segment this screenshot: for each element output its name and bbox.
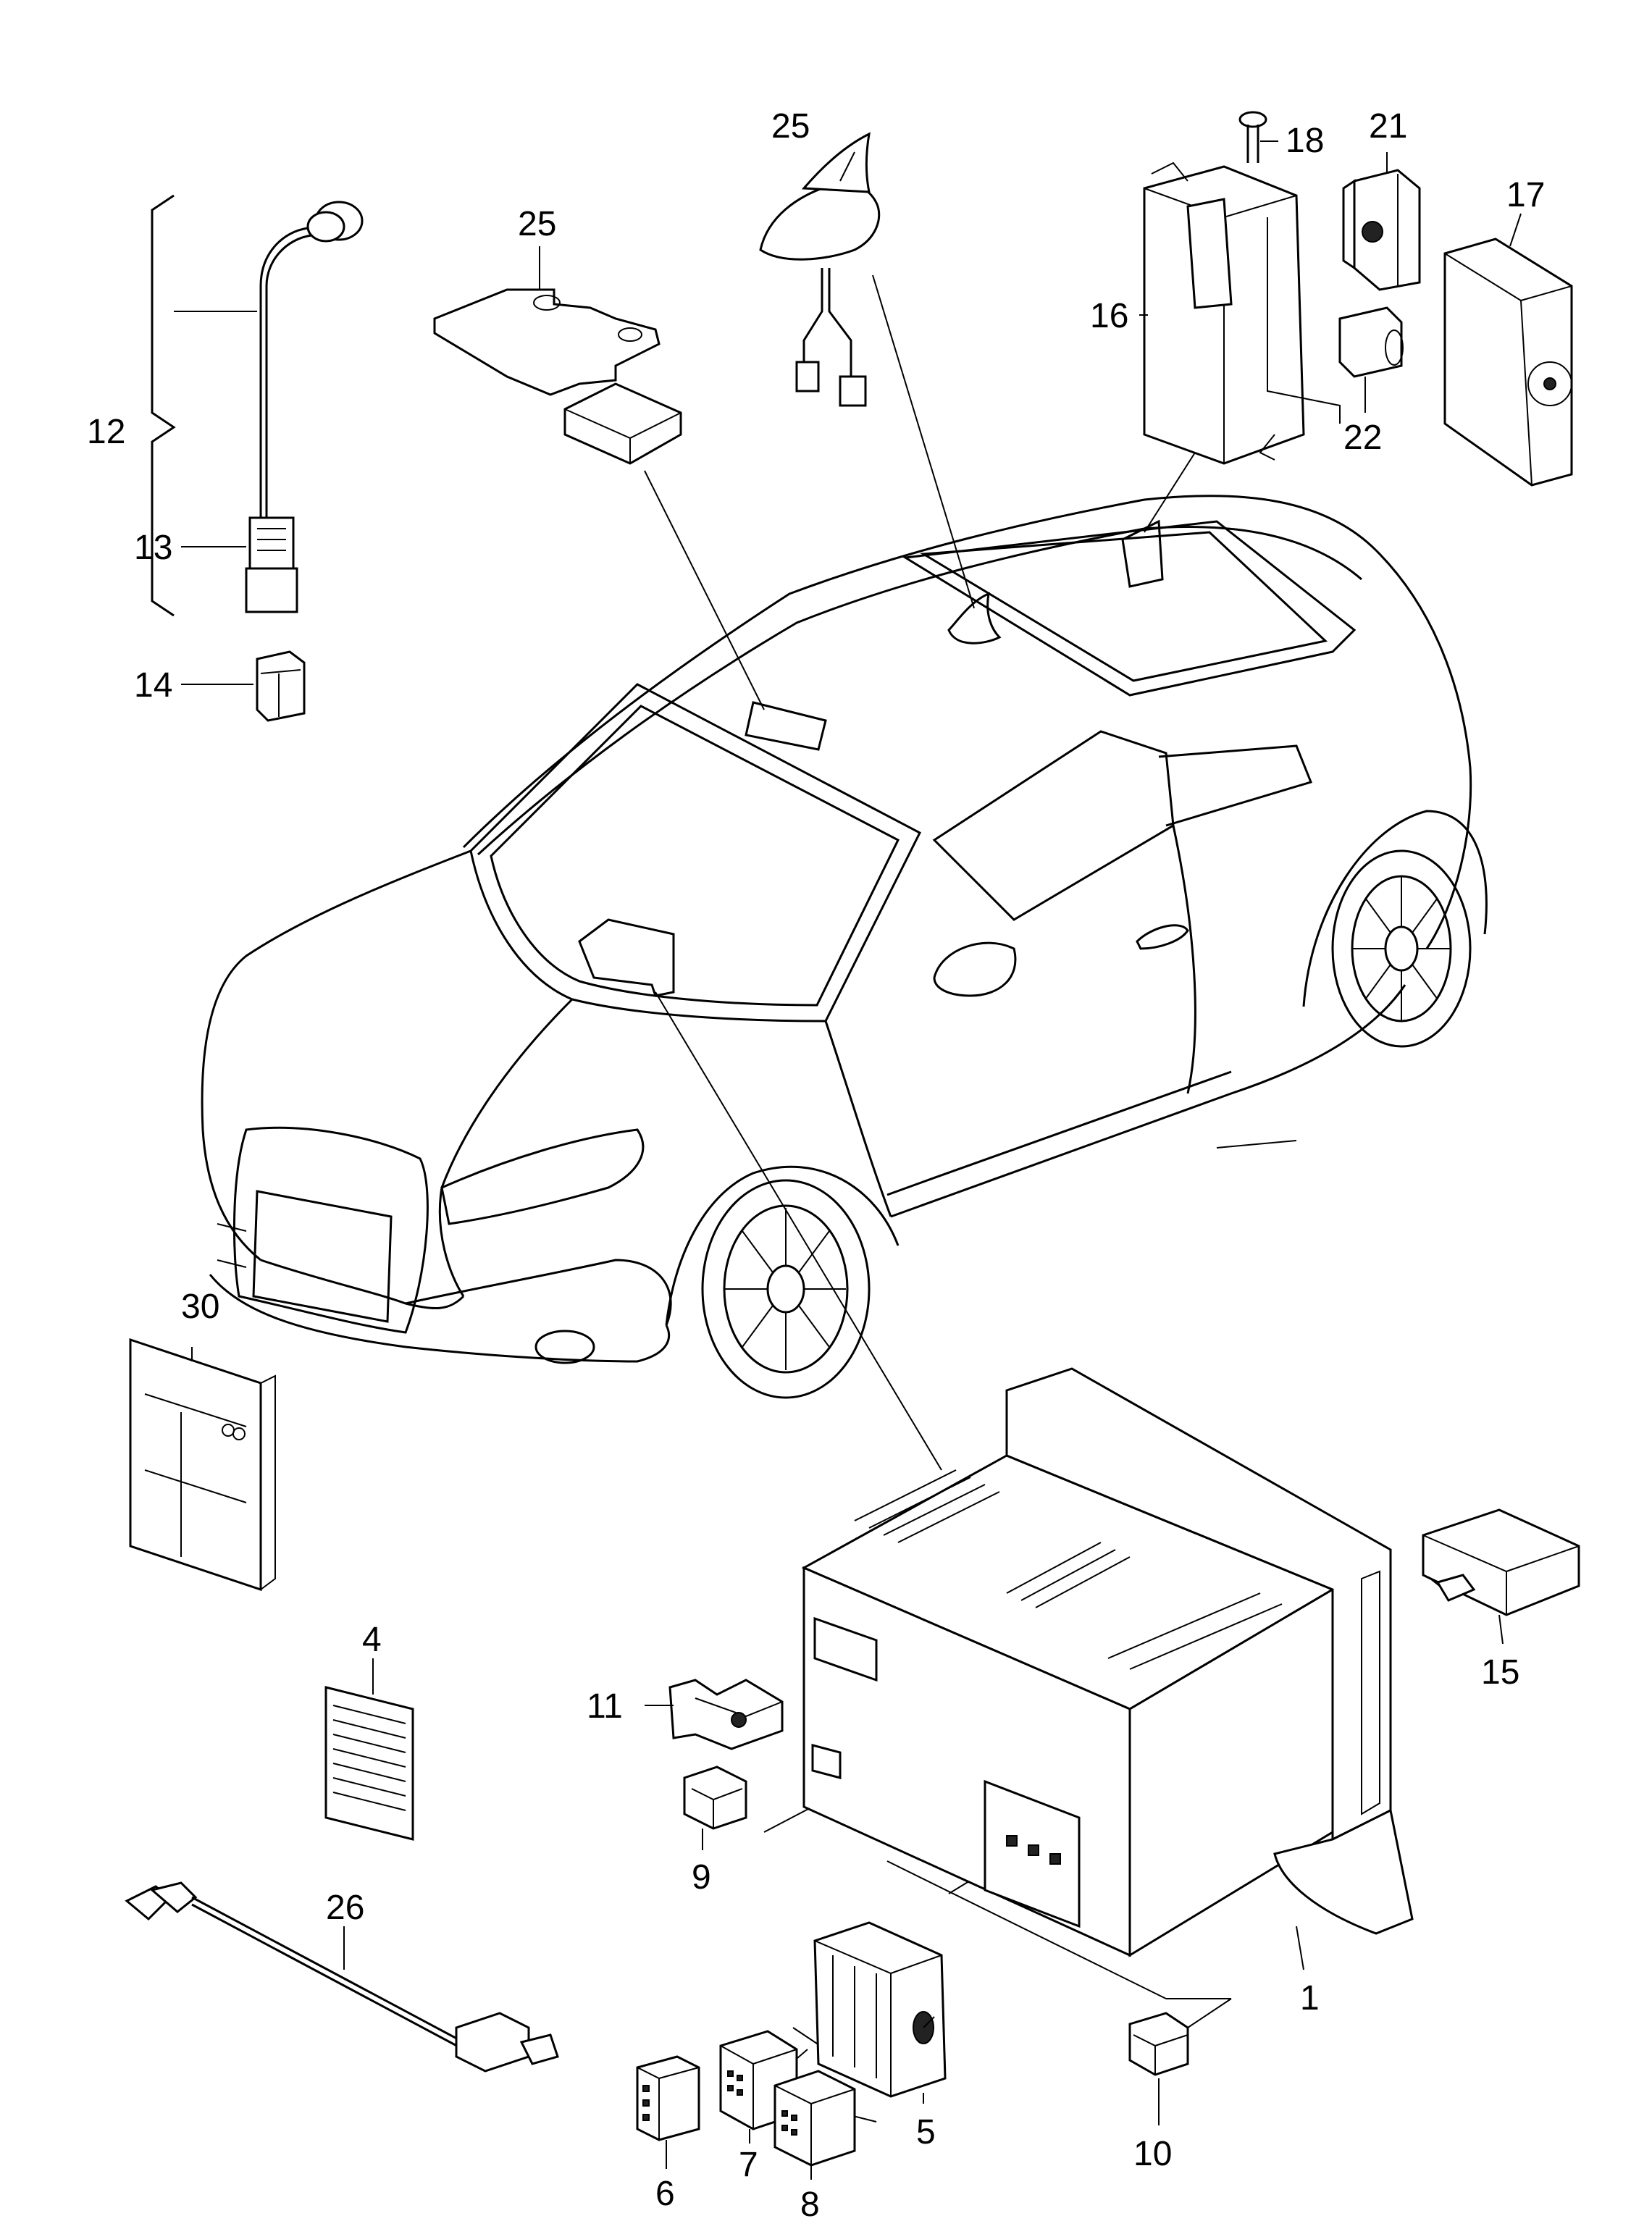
callout-7: 7: [739, 2146, 758, 2184]
part-10-connector: [1128, 2012, 1189, 2076]
callout-6: 6: [655, 2175, 675, 2213]
part-5-connector-housing: [813, 1921, 947, 2098]
part-4-leaflet: [324, 1686, 414, 1841]
part-8-plug: [773, 2070, 856, 2167]
car-outline: [201, 495, 1488, 1399]
callout-numbers: 12 13 14 25 25 16 18 21 17 22 30 4 26 11…: [87, 107, 1545, 2221]
callout-4: 4: [362, 1621, 382, 1659]
part-15-module: [1422, 1508, 1580, 1616]
callout-12: 12: [87, 413, 125, 451]
part-21-cradle: [1342, 169, 1421, 291]
callout-25-bracket: 25: [518, 205, 556, 243]
callout-26: 26: [326, 1889, 364, 1927]
callout-13: 13: [134, 529, 172, 567]
callout-1: 1: [1300, 1979, 1320, 2018]
callout-16: 16: [1090, 297, 1128, 335]
part-30-manual: [129, 1338, 276, 1592]
part-17-control-unit: [1443, 238, 1573, 487]
part-1-head-unit: [801, 1367, 1414, 1957]
callout-leaders: [181, 140, 1522, 2180]
callout-11: 11: [587, 1687, 623, 1726]
callout-8: 8: [800, 2186, 820, 2221]
part-26-cable: [125, 1881, 559, 2073]
callout-5: 5: [916, 2113, 936, 2151]
callout-21: 21: [1369, 107, 1407, 146]
callout-9: 9: [692, 1858, 711, 1897]
part-11-bracket: [668, 1679, 784, 1750]
part-16-housing: [1143, 111, 1341, 465]
callout-10: 10: [1133, 2135, 1172, 2173]
callout-17: 17: [1506, 176, 1545, 214]
part-12-cable: [151, 194, 364, 617]
part-25-roof-antenna: [759, 132, 881, 407]
leader-lines: [644, 274, 1449, 2130]
callout-25-antenna: 25: [771, 107, 810, 146]
callout-15: 15: [1481, 1653, 1519, 1692]
part-14-connector: [256, 650, 306, 722]
callout-30: 30: [181, 1288, 219, 1326]
part-25-bracket: [433, 288, 682, 465]
part-22-adapter: [1338, 306, 1404, 378]
part-6-plug: [636, 2055, 700, 2141]
part-9-connector: [683, 1766, 747, 1830]
callout-22: 22: [1343, 419, 1382, 457]
callout-18: 18: [1286, 122, 1324, 160]
callout-14: 14: [134, 666, 172, 705]
